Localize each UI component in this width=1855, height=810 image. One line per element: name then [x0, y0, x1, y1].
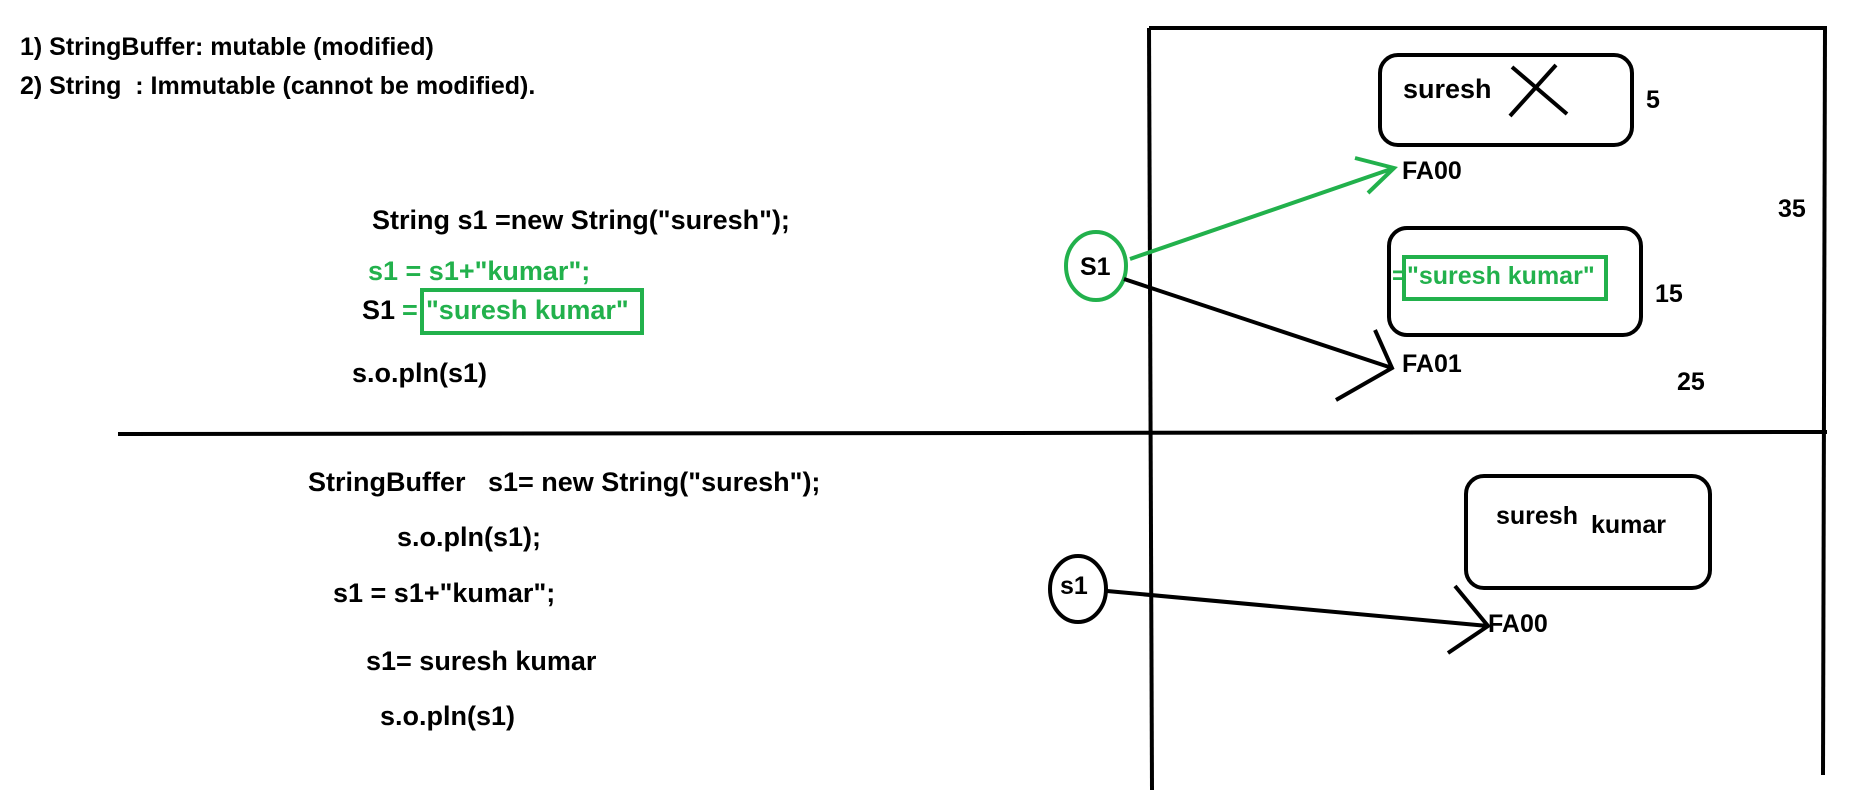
- note-stringbuffer-mutable: 1) StringBuffer: mutable (modified): [20, 33, 434, 61]
- arrow-to-fa00: [1129, 166, 1395, 261]
- buffer-print-1: s.o.pln(s1);: [397, 522, 542, 552]
- heap-object-suresh-kumar: [1387, 226, 1643, 337]
- string-result-var: S1: [362, 295, 396, 325]
- string-declaration: String s1 =new String("suresh");: [372, 205, 790, 235]
- buffer-concat: s1 = s1+"kumar";: [333, 578, 556, 608]
- heap-frame-right: [1821, 27, 1827, 776]
- string-result-value: "suresh kumar": [426, 295, 629, 325]
- cross-out-mark: [1510, 65, 1569, 116]
- string-print: s.o.pln(s1): [352, 358, 488, 388]
- buffer-result: s1= suresh kumar: [366, 646, 597, 676]
- cross-out-mark-2: [1508, 63, 1558, 118]
- arrow-to-buffer-fa00-head: [1446, 584, 1491, 655]
- s1-buffer-reference-circle: [1048, 554, 1108, 624]
- section-divider: [117, 430, 1828, 436]
- buffer-print-2: s.o.pln(s1): [380, 701, 516, 731]
- arrow-to-fa01: [1123, 277, 1393, 370]
- heap-number-5: 5: [1646, 86, 1660, 114]
- buffer-address-fa00: FA00: [1488, 610, 1548, 638]
- suresh-kumar-highlight-box: [1402, 255, 1608, 301]
- address-fa01: FA01: [1402, 350, 1462, 378]
- note-string-immutable: 2) String : Immutable (cannot be modifie…: [20, 72, 536, 100]
- heap-frame-left: [1147, 27, 1154, 791]
- s1-reference-label: S1: [1080, 253, 1111, 281]
- address-fa00: FA00: [1402, 157, 1462, 185]
- heap-number-35: 35: [1778, 195, 1806, 223]
- string-concat: s1 = s1+"kumar";: [368, 256, 591, 286]
- heap-object-suresh: [1378, 53, 1634, 147]
- heap-object-suresh-label: suresh: [1403, 74, 1492, 104]
- buffer-object-label-suresh: suresh: [1496, 502, 1578, 530]
- buffer-declaration: StringBuffer s1= new String("suresh");: [308, 467, 821, 497]
- heap-object-suresh-kumar-buffer: [1464, 474, 1712, 590]
- buffer-object-label-kumar: kumar: [1591, 511, 1667, 539]
- arrow-to-fa01-head: [1335, 329, 1395, 402]
- string-result-eq: =: [402, 295, 418, 325]
- s1-buffer-reference-label: s1: [1060, 572, 1088, 600]
- s1-reference-circle: [1064, 230, 1128, 302]
- result-highlight-box: [420, 288, 644, 335]
- arrow-to-fa00-head: [1354, 156, 1398, 195]
- heap-object-suresh-kumar-prefix: =: [1392, 262, 1407, 290]
- heap-object-suresh-kumar-label: "suresh kumar": [1407, 262, 1595, 290]
- heap-number-25: 25: [1677, 368, 1705, 396]
- heap-number-15: 15: [1655, 280, 1683, 308]
- arrow-to-buffer-fa00: [1106, 589, 1489, 628]
